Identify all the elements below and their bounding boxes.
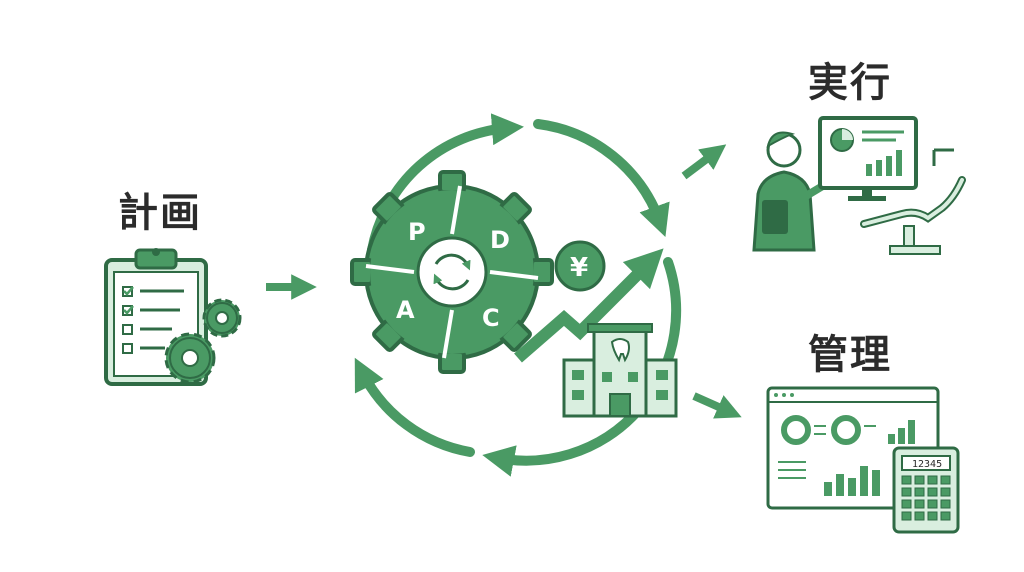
dental-chair-icon <box>860 148 966 255</box>
svg-text:¥: ¥ <box>570 253 588 283</box>
label-plan: 計画 <box>118 190 202 236</box>
label-manage: 管理 <box>808 332 892 378</box>
arrow-icon <box>681 144 727 180</box>
gear-letter-a: A <box>396 296 415 324</box>
pdca-gear: P D A C <box>350 170 554 374</box>
label-do: 実行 <box>808 60 892 106</box>
gear-letter-c: C <box>482 304 500 332</box>
dental-clinic-icon <box>562 323 678 418</box>
gear-letter-d: D <box>490 226 510 254</box>
growth-arrow-icon <box>514 248 664 363</box>
gear-letter-p: P <box>408 218 426 246</box>
yen-coin-icon: ¥ <box>554 240 606 292</box>
monitor-chart-icon <box>818 116 918 201</box>
calculator-icon: 12345 <box>892 446 960 534</box>
gear-icon <box>164 298 242 384</box>
arrow-icon <box>692 392 742 419</box>
nurse-icon <box>752 131 840 252</box>
calculator-display: 12345 <box>912 459 942 470</box>
